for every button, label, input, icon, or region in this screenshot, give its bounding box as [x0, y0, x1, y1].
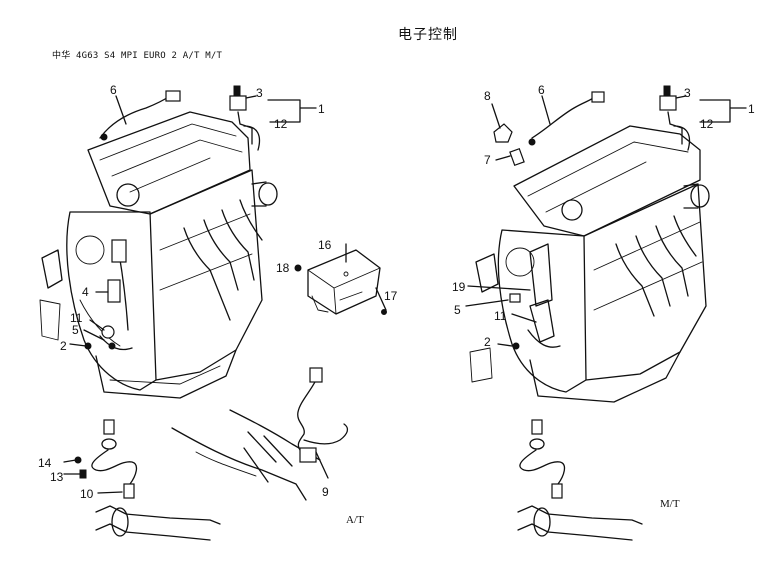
callout-8-right: 8	[484, 89, 491, 103]
callout-19-right: 19	[452, 280, 466, 294]
left-engine-drawing	[39, 111, 278, 399]
sensor-cluster-2-5-11-left	[69, 319, 133, 351]
diagram-title: 电子控制	[398, 27, 458, 43]
callout-1-left: 1	[318, 102, 325, 116]
ecu-16	[294, 243, 387, 315]
sensor-cluster-2-5-11-right	[465, 285, 561, 350]
oxygen-sensor-6-right	[528, 91, 605, 146]
variant-label-right: M/T	[660, 498, 680, 510]
callout-11-right: 11	[494, 309, 507, 323]
fuel-parts-7-8	[491, 103, 525, 167]
oxygen-sensor-6-left	[99, 90, 181, 141]
callout-16: 16	[318, 238, 332, 252]
callout-12-left: 12	[274, 117, 288, 131]
callout-5-left: 5	[72, 323, 79, 337]
callout-7-right: 7	[484, 153, 491, 167]
callout-13: 13	[50, 470, 64, 484]
cam-sensor-3-12-left	[229, 85, 317, 151]
callout-6-right: 6	[538, 83, 545, 97]
callout-3-right: 3	[684, 86, 691, 100]
callout-17: 17	[384, 289, 398, 303]
callout-18: 18	[276, 261, 290, 275]
exhaust-pipe-left	[95, 505, 221, 541]
callout-9: 9	[322, 485, 329, 499]
callout-4: 4	[82, 285, 89, 299]
callout-3-left: 3	[256, 86, 263, 100]
callout-14: 14	[38, 456, 52, 470]
knock-sensor-4	[95, 279, 121, 303]
variant-label-left: A/T	[346, 514, 364, 526]
callout-12-right: 12	[700, 117, 714, 131]
callout-2-right: 2	[484, 335, 491, 349]
callouts-left: 6 3 1 12 16 18 17 4 11 5 2 14 13 10 9	[38, 83, 398, 501]
callout-1-right: 1	[748, 102, 755, 116]
cam-sensor-3-12-right	[659, 85, 747, 151]
oxygen-sensor-lower-right	[519, 419, 566, 499]
callout-10: 10	[80, 487, 94, 501]
diagram-subtitle: 中华 4G63 S4 MPI EURO 2 A/T M/T	[52, 51, 223, 61]
oxygen-sensor-10	[63, 419, 138, 499]
right-engine-drawing	[469, 125, 710, 403]
callout-2-left: 2	[60, 339, 67, 353]
exhaust-pipe-right	[517, 505, 643, 541]
callout-5-right: 5	[454, 303, 461, 317]
callouts-right: 8 6 3 1 12 7 19 5 11 2	[452, 83, 755, 349]
callout-6-left: 6	[110, 83, 117, 97]
catalyst-and-sensor-9	[171, 367, 349, 501]
callout-11-left: 11	[70, 311, 83, 325]
